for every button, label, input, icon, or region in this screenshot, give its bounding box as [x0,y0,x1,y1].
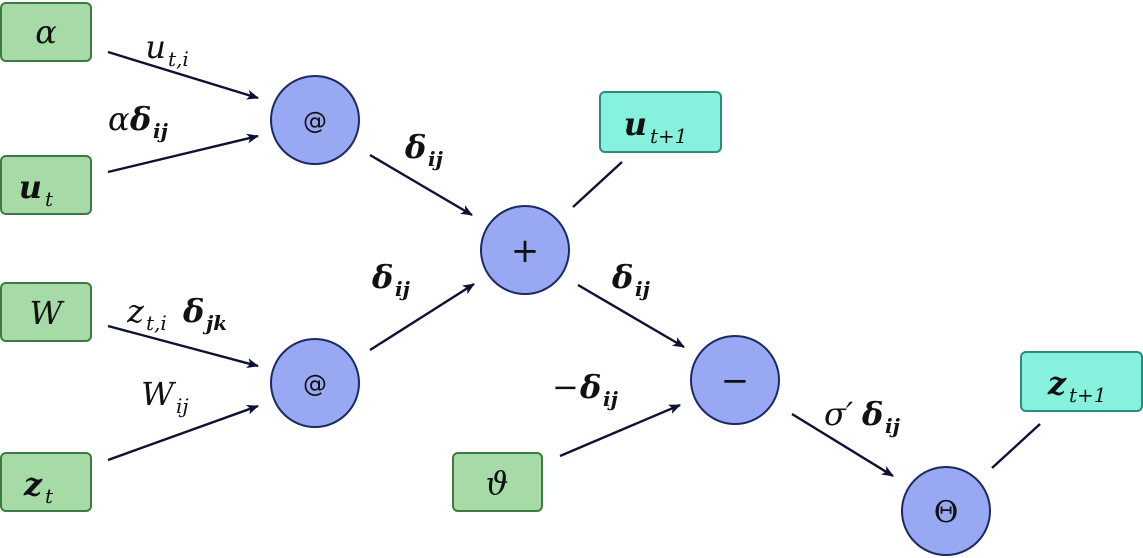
node-theta-label: Θ [934,495,959,530]
edge-label-neg-delta-bold: δ [579,368,601,406]
edge-W-to-matmul-bottom [107,324,259,368]
edge-label-delta-bottom-plus-sub: ij [395,277,411,301]
edge-matmul-bottom-to-plus [369,282,475,352]
input-alpha-label: α [35,13,57,51]
edge-label-delta-plus-minus-sub: ij [635,277,651,301]
edge-label-W-ij-sub: ij [176,394,189,418]
edge-matmul-top-to-plus [369,153,473,217]
edge-theta-to-z-next [991,423,1041,469]
edge-label-neg-delta-pre: − [552,368,579,406]
edge-label-sigma-delta: σ′ δ ij [824,395,901,438]
edge-vartheta-to-minus [559,403,681,458]
edge-label-u-ti-sub: t,i [168,47,189,71]
input-u-t-base: u [19,168,42,206]
input-W-label: W [30,294,66,332]
edge-label-u-ti: u t,i [145,28,188,71]
edge-minus-to-theta [791,412,894,478]
edge-label-delta-bottom-plus-bold: δ [371,258,393,296]
edge-label-neg-delta: − δ ij [552,368,619,411]
output-z-next: z t+1 [1020,351,1143,412]
edge-label-delta-top-plus: δ ij [404,128,444,171]
node-minus: − [690,335,780,425]
input-W: W [0,282,92,342]
output-z-next-sub: t+1 [1069,383,1107,407]
node-theta: Θ [901,466,991,556]
edge-label-z-delta-sub2: jk [202,311,227,335]
edge-label-W-ij-base: W [141,375,177,413]
edge-plus-to-minus [577,283,685,349]
input-u-t-sub: t [45,187,54,211]
input-vartheta-label: ϑ [486,464,509,502]
input-alpha: α [0,2,92,62]
output-u-next: u t+1 [599,91,722,153]
output-u-next-sub: t+1 [650,124,688,148]
input-u-t: u t [0,155,92,215]
edge-label-z-delta-sub1: t,i [146,311,167,335]
node-matmul-bottom: @ [270,338,360,428]
edge-label-delta-plus-minus-bold: δ [611,258,633,296]
node-matmul-top: @ [270,75,360,165]
edge-label-z-delta: z t,i δ jk [126,292,227,335]
input-z-t-sub: t [45,484,54,508]
input-z-t-base: z [23,465,43,503]
edge-label-delta-plus-minus: δ ij [611,258,651,301]
node-matmul-top-label: @ [303,107,327,135]
output-u-next-base: u [624,105,647,143]
edge-label-delta-bottom-plus: δ ij [371,258,411,301]
edge-alpha-to-matmul-top [107,50,259,100]
edge-u-to-matmul-top [107,133,259,174]
output-z-next-base: z [1047,364,1067,402]
edge-label-sigma-delta-sub: ij [885,414,901,438]
edge-label-delta-top-plus-bold: δ [404,128,426,166]
input-z-t: z t [0,452,92,512]
node-plus: + [480,205,570,295]
edge-label-sigma-delta-pre: σ′ [824,395,854,433]
edge-label-W-ij: W ij [141,375,189,418]
node-minus-label: − [721,361,750,401]
edge-label-alpha-delta-pre: α [108,100,130,138]
edge-z-to-matmul-bottom [107,404,259,462]
edge-label-alpha-delta: α δ ij [108,100,169,143]
edge-label-alpha-delta-sub: ij [153,119,169,143]
node-matmul-bottom-label: @ [303,370,327,398]
input-vartheta: ϑ [452,452,543,512]
edge-label-z-delta-base: z [126,292,145,330]
node-plus-label: + [511,231,540,271]
edge-label-alpha-delta-bold: δ [129,100,151,138]
edge-label-z-delta-bold: δ [182,292,204,330]
edge-label-u-ti-base: u [145,28,166,66]
edge-label-sigma-delta-bold: δ [861,395,883,433]
edge-label-neg-delta-sub: ij [603,387,619,411]
edge-plus-to-u-next [572,161,623,208]
edge-label-delta-top-plus-sub: ij [428,147,444,171]
